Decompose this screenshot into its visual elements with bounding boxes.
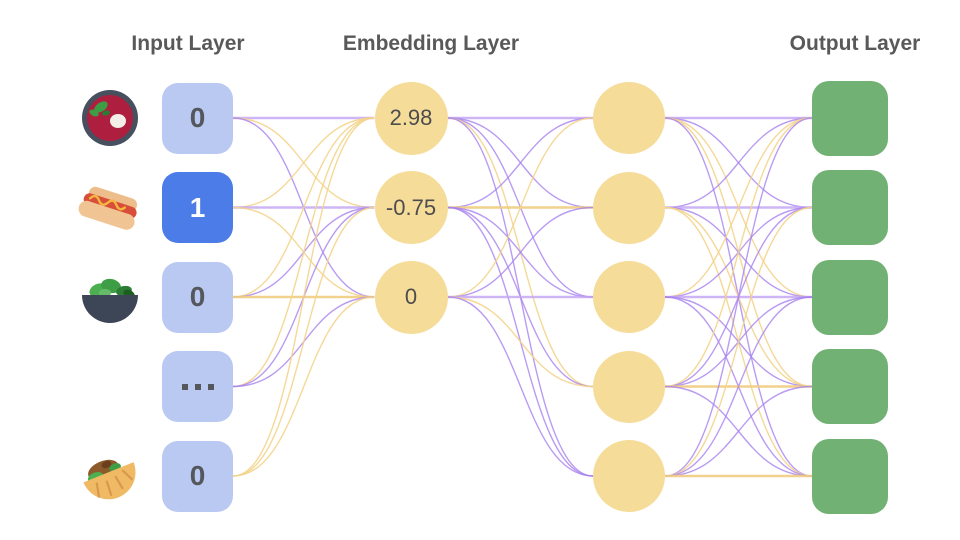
connection-line bbox=[232, 117, 375, 209]
connection-line bbox=[664, 117, 813, 388]
connection-line bbox=[664, 206, 813, 477]
embedding-node: -0.75 bbox=[374, 171, 448, 244]
input-node-value: 0 bbox=[189, 281, 206, 312]
input-node-ellipsis bbox=[178, 383, 217, 390]
input-node: 1 bbox=[162, 172, 233, 243]
connection-line bbox=[447, 296, 594, 477]
input-node: 0 bbox=[162, 440, 233, 512]
output-node bbox=[812, 80, 888, 156]
output-node bbox=[812, 349, 888, 424]
embedding-node: 0 bbox=[374, 260, 448, 334]
embedding-node-value: 2.98 bbox=[389, 105, 433, 130]
hidden-node bbox=[593, 82, 665, 154]
embedding-node-value: 0 bbox=[404, 284, 418, 309]
input-node: 0 bbox=[162, 261, 233, 333]
hot-dog-icon bbox=[78, 186, 138, 230]
output-layer-title: Output Layer bbox=[789, 32, 921, 55]
connection-line bbox=[232, 296, 375, 477]
output-node bbox=[812, 259, 888, 335]
hidden-node bbox=[593, 350, 665, 423]
connection-line bbox=[664, 385, 813, 477]
stuffed-flatbread-icon bbox=[83, 459, 136, 500]
connection-line bbox=[447, 296, 594, 388]
input-node-value: 1 bbox=[189, 191, 206, 223]
connection-line bbox=[664, 117, 813, 477]
hidden-node bbox=[593, 440, 665, 512]
input-layer-title: Input Layer bbox=[131, 32, 245, 55]
hidden-node bbox=[593, 171, 665, 244]
hidden-node bbox=[593, 261, 665, 333]
connection-line bbox=[232, 117, 375, 477]
connection-line bbox=[232, 117, 375, 298]
output-node bbox=[812, 170, 888, 245]
input-node-value: 0 bbox=[189, 460, 206, 491]
connection-line bbox=[447, 206, 594, 298]
connection-line bbox=[232, 117, 375, 388]
connection-line bbox=[232, 206, 375, 477]
embedding-node: 2.98 bbox=[374, 81, 448, 155]
connection-line bbox=[447, 117, 594, 209]
embedding-layer-title: Embedding Layer bbox=[342, 32, 520, 55]
connection-line bbox=[664, 117, 813, 298]
input-node bbox=[162, 351, 233, 422]
green-salad-icon bbox=[82, 278, 138, 323]
connection-line bbox=[447, 117, 594, 298]
connection-line bbox=[664, 117, 813, 209]
embedding-node-value: -0.75 bbox=[385, 194, 437, 220]
output-node bbox=[812, 438, 888, 514]
input-node: 0 bbox=[162, 82, 233, 154]
connection-line bbox=[664, 296, 813, 477]
pot-of-food-icon bbox=[82, 90, 138, 146]
input-node-value: 0 bbox=[189, 102, 206, 133]
